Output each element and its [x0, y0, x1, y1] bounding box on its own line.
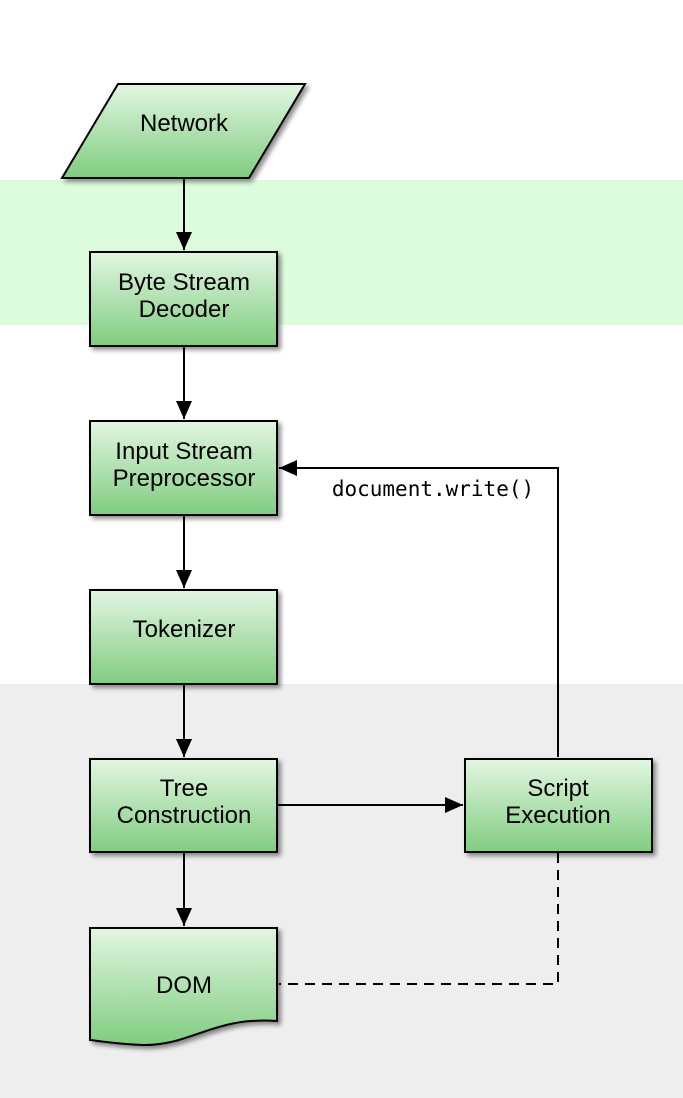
- tokenizer-box: [89, 589, 278, 685]
- tree-construction-label-line2: Construction: [117, 802, 252, 829]
- script-execution-box: [464, 758, 653, 853]
- document-write-label: document.write(): [332, 477, 534, 501]
- byte-stream-decoder-label-line1: Byte Stream: [118, 269, 250, 296]
- node-script-execution: Script Execution: [464, 758, 653, 853]
- node-tokenizer: Tokenizer: [89, 589, 278, 685]
- node-network: Network: [60, 83, 307, 179]
- byte-stream-decoder-label-line2: Decoder: [139, 296, 230, 323]
- dom-document-shape: [89, 927, 278, 1047]
- tree-construction-box: [89, 758, 278, 853]
- script-execution-label-line1: Script: [527, 775, 589, 802]
- network-label: Network: [140, 110, 229, 137]
- edge-script-to-preprocessor: [279, 460, 559, 757]
- input-stream-preprocessor-label-line2: Preprocessor: [113, 465, 256, 492]
- tree-construction-label-line1: Tree: [160, 775, 208, 802]
- tokenizer-label: Tokenizer: [133, 616, 236, 643]
- edge-script-to-dom-dashed: [279, 853, 559, 985]
- network-shape: [60, 83, 307, 179]
- node-input-stream-preprocessor: Input Stream Preprocessor: [89, 420, 278, 516]
- dom-label: DOM: [156, 972, 212, 999]
- node-tree-construction: Tree Construction: [89, 758, 278, 853]
- input-stream-preprocessor-box: [89, 420, 278, 516]
- script-execution-label-line2: Execution: [505, 802, 610, 829]
- node-byte-stream-decoder: Byte Stream Decoder: [89, 251, 278, 347]
- byte-stream-decoder-box: [89, 251, 278, 347]
- edges: [176, 178, 559, 985]
- input-stream-preprocessor-label-line1: Input Stream: [115, 438, 252, 465]
- node-dom: DOM: [89, 927, 278, 1047]
